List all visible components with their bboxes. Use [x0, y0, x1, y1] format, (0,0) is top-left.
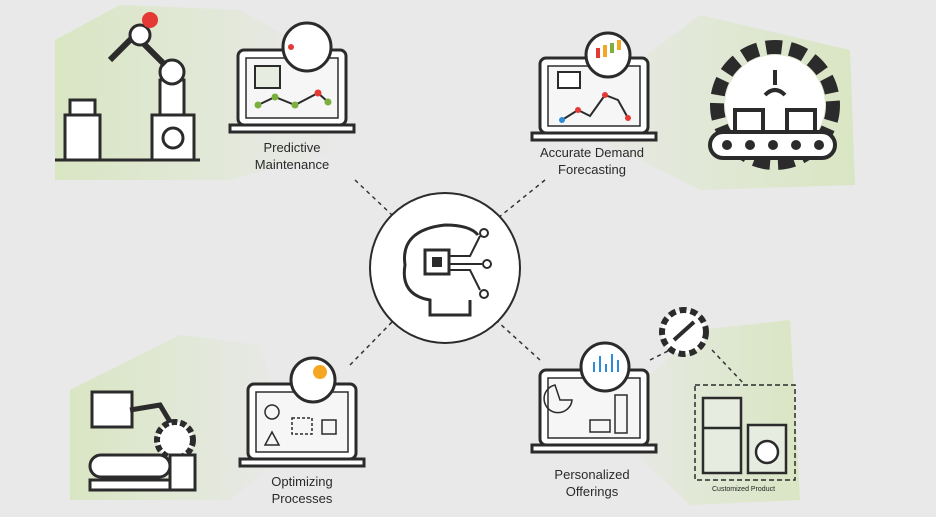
ai-brain-chip-icon — [369, 192, 521, 344]
label-line: Maintenance — [254, 157, 330, 172]
label-line: Processes — [271, 491, 333, 506]
factory-gear-conveyor-icon — [708, 40, 840, 170]
laptop-demand-forecasting — [530, 31, 658, 142]
assembly-line-robot-icon — [88, 390, 197, 492]
label-line: Optimizing — [271, 474, 333, 489]
laptop-optimizing-processes — [238, 356, 366, 468]
label-personalized-offerings: Personalized Offerings — [522, 466, 662, 500]
label-line: Forecasting — [558, 162, 626, 177]
label-line: Offerings — [565, 484, 619, 499]
label-line: Accurate Demand — [539, 145, 645, 160]
customized-product-caption: Customized Product — [712, 486, 776, 493]
laptop-predictive-maintenance — [228, 21, 356, 134]
label-line: Predictive — [263, 140, 321, 155]
label-line: Personalized — [554, 467, 630, 482]
laptop-personalized-offerings — [530, 341, 658, 454]
appliances-icon — [659, 307, 796, 481]
connectors — [349, 179, 746, 386]
label-predictive-maintenance: Predictive Maintenance — [222, 139, 362, 173]
label-optimizing-processes: Optimizing Processes — [232, 473, 372, 507]
label-demand-forecasting: Accurate Demand Forecasting — [522, 144, 662, 178]
robot-arm-icon — [55, 12, 200, 162]
